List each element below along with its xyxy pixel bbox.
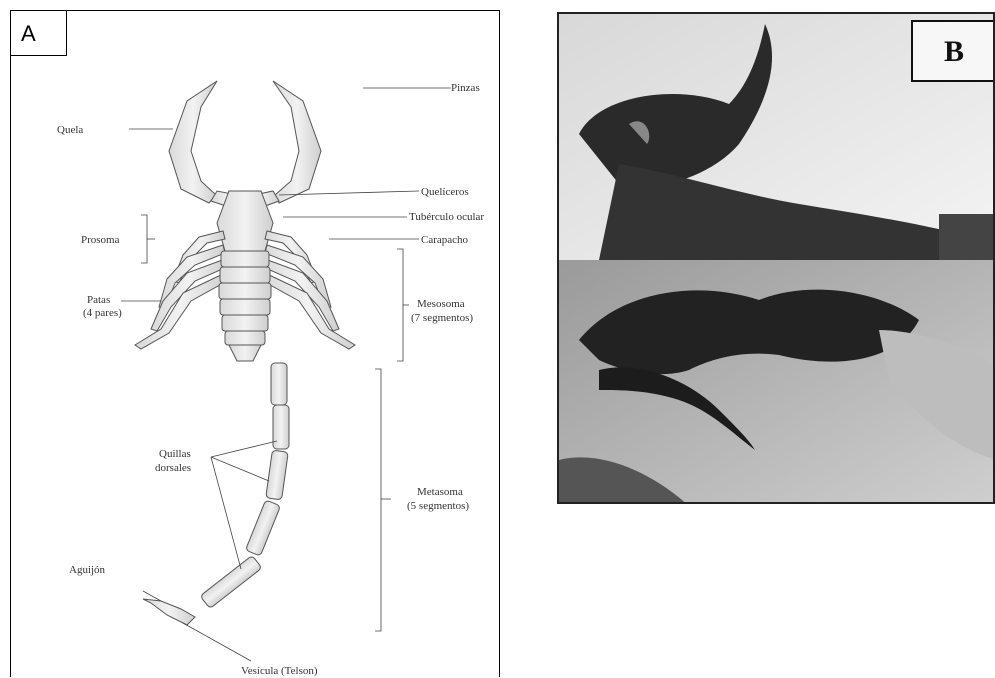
- panel-b-tag: B: [911, 20, 995, 82]
- label-patas: Patas: [87, 294, 110, 306]
- label-quela: Quela: [57, 124, 83, 136]
- stinger-photo-bottom: [559, 260, 995, 504]
- label-patas-pares: (4 pares): [83, 307, 122, 319]
- label-pinzas: Pinzas: [451, 82, 480, 94]
- label-aguijon: Aguijón: [69, 564, 106, 576]
- scorpion-anatomy-diagram: Pinzas Quela Quelíceros Tubérculo ocular…: [11, 11, 501, 678]
- label-metasoma: Metasoma: [417, 486, 463, 498]
- label-queliceros: Quelíceros: [421, 186, 469, 198]
- label-quillas: Quillas: [159, 448, 191, 460]
- label-tuberculo-ocular: Tubérculo ocular: [409, 211, 484, 223]
- label-prosoma: Prosoma: [81, 234, 120, 246]
- panel-a-tag: A: [11, 11, 67, 56]
- label-quillas-dorsales: dorsales: [155, 462, 191, 474]
- panel-a-diagram: Pinzas Quela Quelíceros Tubérculo ocular…: [10, 10, 500, 677]
- scorpion-body: [135, 81, 355, 625]
- label-carapacho: Carapacho: [421, 234, 469, 246]
- label-vesicula-telson: Vesícula (Telson): [241, 665, 318, 677]
- label-mesosoma: Mesosoma: [417, 298, 465, 310]
- label-metasoma-segmentos: (5 segmentos): [407, 500, 469, 512]
- label-mesosoma-segmentos: (7 segmentos): [411, 312, 473, 324]
- panel-b-photos: B: [557, 12, 995, 504]
